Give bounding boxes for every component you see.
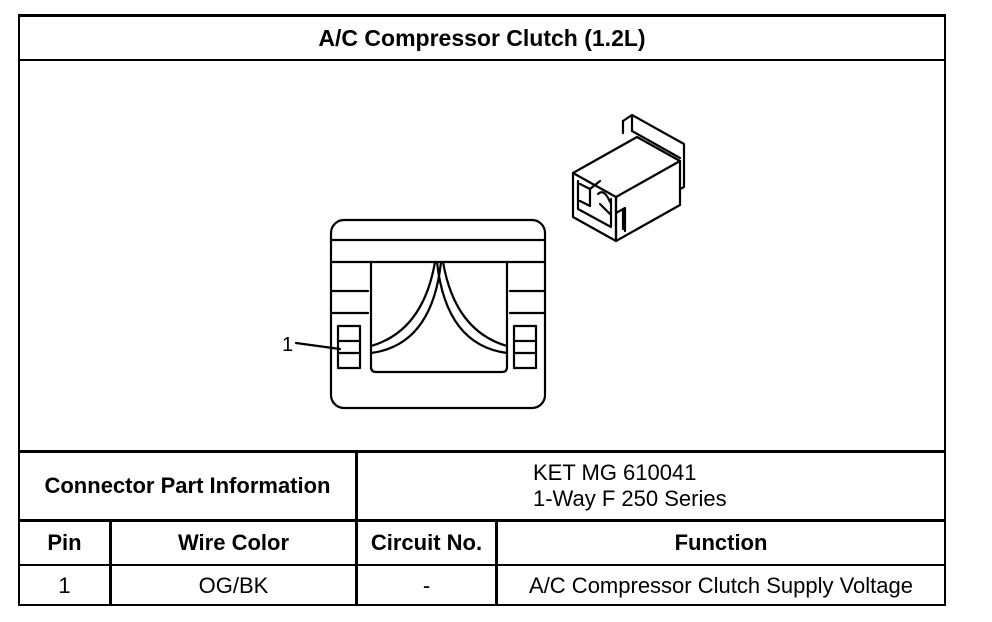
connector-drawing-area: 1 — [20, 61, 944, 453]
connector-sheet: A/C Compressor Clutch (1.2L) — [18, 14, 946, 606]
pin-callout-label: 1 — [282, 334, 293, 356]
cell-wire-color: OG/BK — [112, 566, 358, 606]
connector-info-value: KET MG 610041 1-Way F 250 Series — [358, 453, 944, 519]
connector-info-label: Connector Part Information — [20, 453, 358, 519]
connector-info-row: Connector Part Information KET MG 610041… — [20, 453, 944, 522]
connector-part-number: KET MG 610041 — [533, 460, 697, 485]
pin-callout-leader — [294, 341, 342, 351]
pin-table-header: Pin Wire Color Circuit No. Function — [20, 522, 944, 566]
header-function: Function — [674, 530, 768, 555]
connector-illustration: 1 — [282, 113, 686, 410]
cell-function: A/C Compressor Clutch Supply Voltage — [529, 573, 913, 598]
diagram-title: A/C Compressor Clutch (1.2L) — [20, 17, 944, 61]
connector-series: 1-Way F 250 Series — [533, 486, 727, 511]
table-row: 1 OG/BK - A/C Compressor Clutch Supply V… — [20, 566, 944, 606]
connector-face-view — [329, 218, 547, 410]
cell-pin: 1 — [20, 566, 112, 606]
header-circuit-no: Circuit No. — [358, 522, 498, 564]
header-pin: Pin — [20, 522, 112, 564]
connector-isometric-view — [571, 113, 686, 243]
header-wire-color: Wire Color — [112, 522, 358, 564]
cell-circuit-no: - — [358, 566, 498, 606]
